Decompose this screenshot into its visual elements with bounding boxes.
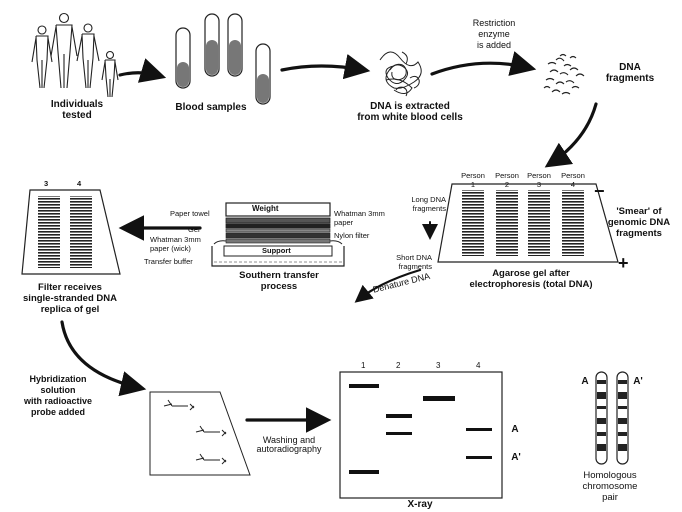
person-number: 1 (470, 179, 476, 189)
label-short-dna-fragments: Short DNA fragments (396, 253, 432, 271)
filter-lane-3: 3 (44, 179, 49, 188)
xray-film (339, 371, 503, 499)
label-southern-transfer: Southern transfer process (239, 270, 319, 292)
person-number: 2 (504, 179, 510, 189)
xray-band (349, 384, 379, 388)
xray-lane-2: 2 (396, 361, 401, 370)
filter-replica (21, 189, 121, 275)
minus-sign: − (594, 181, 605, 201)
agarose-gel (437, 183, 619, 263)
xray-band (466, 456, 492, 459)
xray-lane-4: 4 (476, 361, 481, 370)
label-smear: 'Smear' of genomic DNA fragments (607, 206, 671, 239)
support-block (223, 245, 333, 257)
label-paper-towel: Paper towel (170, 209, 210, 218)
label-whatman-wick: Whatman 3mm paper (wick) (150, 235, 201, 253)
xray-band (423, 396, 455, 401)
xray-band (466, 428, 492, 431)
label-whatman-3mm: Whatman 3mm paper (334, 209, 385, 227)
blood-sample-tubes (175, 13, 271, 105)
label-support: Support (262, 246, 291, 255)
label-washing: Washing and autoradiography (256, 435, 322, 454)
homologous-chromosomes (595, 371, 629, 465)
label-transfer-buffer: Transfer buffer (144, 257, 193, 266)
filter-lane-4: 4 (77, 179, 82, 188)
chromosome-label-a-prime: A' (633, 376, 643, 387)
flow-arrows (60, 51, 598, 433)
label-homologous: Homologous chromosome pair (582, 470, 638, 503)
xray-band (349, 470, 379, 474)
label-dna-fragments: DNA fragments (605, 62, 655, 84)
label-restriction-enzyme: Restriction enzyme is added (472, 18, 516, 50)
person-number: 3 (536, 179, 542, 189)
hybridization-filter (149, 391, 251, 476)
person-label: Person (495, 171, 519, 180)
label-weight: Weight (252, 204, 279, 213)
label-individuals-tested: Individuals tested (50, 99, 104, 121)
xray-band (386, 414, 412, 418)
xray-band (386, 432, 412, 435)
label-agarose-gel: Agarose gel after electrophoresis (total… (469, 268, 593, 290)
allele-label-a: A (511, 424, 519, 435)
individuals-figures (31, 12, 119, 98)
plus-sign: + (618, 253, 629, 273)
gel-lanes (462, 190, 584, 256)
person-number: 4 (570, 179, 576, 189)
weight-block (225, 202, 331, 217)
person-label: Person (461, 171, 485, 180)
label-blood-samples: Blood samples (175, 102, 247, 113)
label-nylon-filter: Nylon filter (334, 231, 370, 240)
xray-lane-3: 3 (436, 361, 441, 370)
label-filter-receives: Filter receives single-stranded DNA repl… (23, 282, 117, 315)
dna-fragments-cluster (543, 53, 585, 95)
dna-tangle (379, 51, 422, 97)
xray-lane-1: 1 (361, 361, 366, 370)
label-xray: X-ray (407, 499, 433, 510)
label-dna-extracted: DNA is extracted from white blood cells (357, 101, 463, 123)
person-label: Person (561, 171, 585, 180)
chromosome-label-a: A (581, 376, 589, 387)
label-hybridization: Hybridization solution with radioactive … (23, 374, 93, 417)
label-long-dna-fragments: Long DNA fragments (411, 195, 446, 213)
allele-label-a-prime: A' (511, 452, 521, 463)
label-gel: Gel (188, 225, 200, 234)
person-label: Person (527, 171, 551, 180)
southern-transfer-apparatus (211, 202, 345, 267)
